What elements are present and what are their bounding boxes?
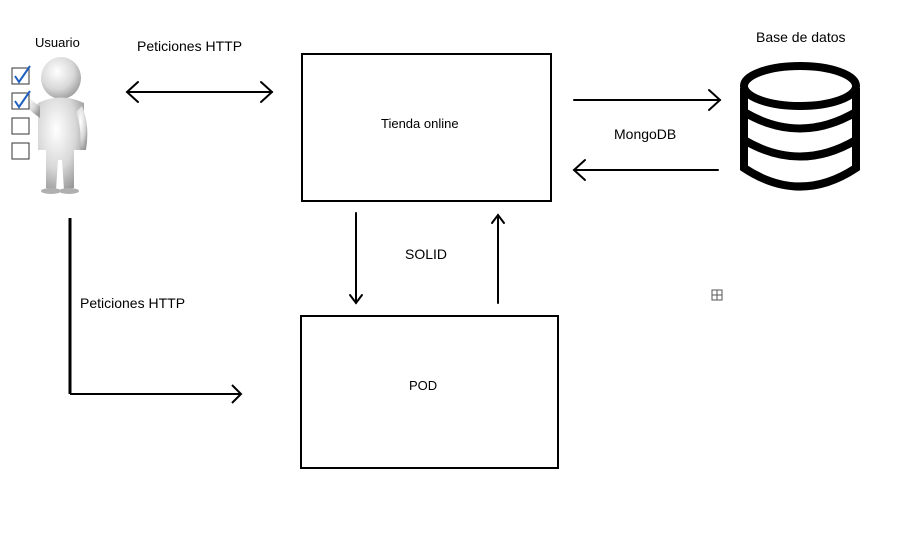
store-db-edge-label: MongoDB [614,126,677,142]
database-label: Base de datos [756,29,846,45]
user-pod-edge-label: Peticiones HTTP [80,295,186,311]
db-to-store-arrow [572,159,719,181]
pod-to-store-arrow [491,213,505,304]
store-label: Tienda online [381,116,459,131]
store-pod-edge-label: SOLID [405,246,448,262]
pod-box [300,315,559,469]
user-label: Usuario [35,35,80,50]
user-store-arrow [125,81,274,103]
user-to-pod-arrow [68,218,243,404]
store-to-pod-arrow [349,212,363,305]
user-store-edge-label: Peticiones HTTP [137,38,243,54]
user-checklist-icon [11,57,88,194]
pod-label: POD [409,378,438,393]
store-box [301,53,552,202]
database-icon [740,62,860,191]
store-to-db-arrow [573,89,722,111]
table-grid-icon [711,289,723,301]
